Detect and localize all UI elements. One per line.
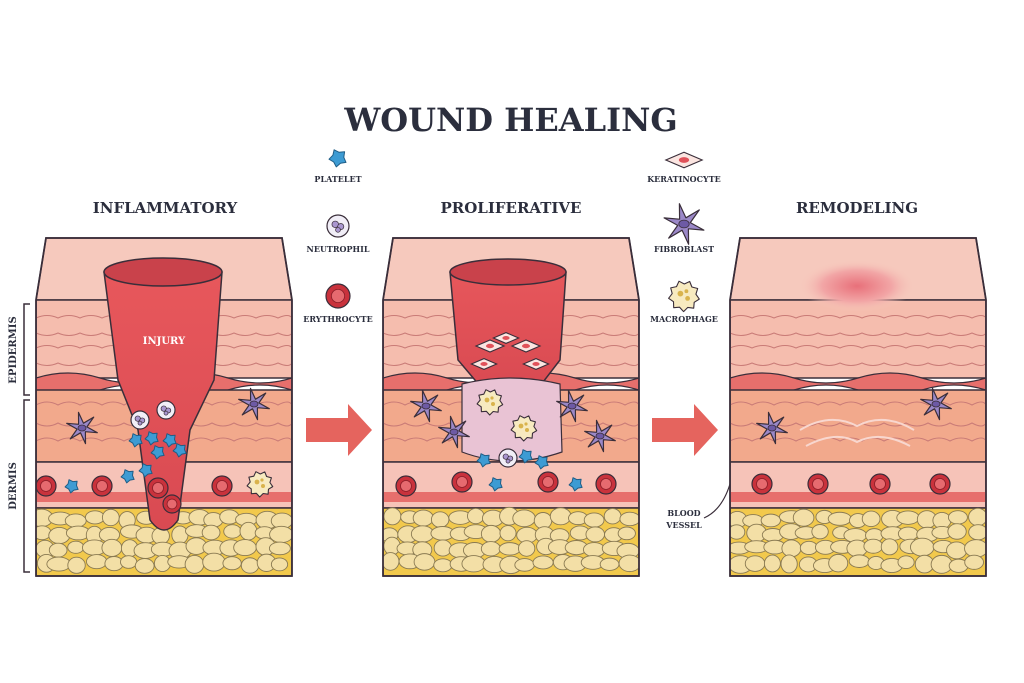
keratinocyte-icon [664, 151, 704, 169]
legend-item-neutrophil: NEUTROPHIL [307, 214, 370, 254]
scar [799, 260, 915, 312]
macrophage-cell [668, 280, 700, 313]
legend-item-keratinocyte: KERATINOCYTE [647, 151, 721, 184]
legend: PLATELET NEUTROPHIL ERYTHROCYTE KERATINO… [303, 149, 721, 324]
wound-opening [103, 257, 223, 287]
legend-item-erythrocyte: ERYTHROCYTE [303, 283, 373, 324]
panel-outline [729, 237, 987, 577]
blood-vessel-label-line2: VESSEL [665, 520, 702, 530]
arrow-to-proliferative [306, 404, 372, 456]
legend-item-fibroblast: FIBROBLAST [654, 203, 714, 254]
dermis-bracket [23, 399, 30, 573]
macrophage-cell [246, 471, 274, 498]
stage-label-remodeling: REMODELING [796, 199, 918, 217]
platelet-cell [476, 453, 491, 468]
platelet-cell [162, 433, 177, 448]
panel-outline [35, 237, 293, 577]
legend-label-keratinocyte: KERATINOCYTE [647, 174, 721, 184]
macrophage-icon [668, 280, 700, 313]
platelet-cell [534, 455, 549, 470]
platelet-cell [128, 433, 143, 448]
macrophage-cell [510, 415, 538, 442]
platelet-cell [120, 469, 135, 484]
epidermis-label: EPIDERMIS [8, 316, 19, 383]
platelet-cell [328, 149, 347, 168]
platelet-cell [488, 477, 503, 492]
fibroblast-icon [663, 203, 705, 245]
legend-label-macrophage: MACROPHAGE [650, 314, 718, 324]
injury-label: INJURY [143, 336, 186, 347]
blood-vessel-callout: BLOOD VESSEL [665, 483, 731, 530]
legend-item-platelet: PLATELET [314, 149, 362, 184]
panel-proliferative [382, 237, 640, 577]
panel-inflammatory [35, 237, 293, 577]
platelet-cell [568, 477, 583, 492]
page-title: WOUND HEALING [343, 101, 677, 139]
platelet-icon [328, 149, 347, 168]
macrophage-cell [476, 389, 504, 416]
neutrophil-icon [326, 214, 350, 238]
erythrocyte-icon [325, 283, 351, 309]
legend-label-neutrophil: NEUTROPHIL [307, 244, 370, 254]
platelet-cell [138, 463, 153, 478]
blood-vessel-label-line1: BLOOD [667, 508, 700, 518]
platelet-cell [172, 443, 187, 458]
platelet-cell [150, 445, 165, 460]
wound-opening [449, 258, 567, 286]
platelet-cell [144, 431, 159, 446]
legend-label-erythrocyte: ERYTHROCYTE [303, 314, 372, 324]
dermis-label: DERMIS [8, 462, 19, 510]
stage-label-inflammatory: INFLAMMATORY [93, 199, 238, 217]
arrow-to-remodeling [652, 404, 718, 456]
stage-label-proliferative: PROLIFERATIVE [441, 199, 582, 217]
platelet-cell [64, 479, 79, 494]
legend-label-fibroblast: FIBROBLAST [654, 244, 714, 254]
panel-remodeling [729, 237, 987, 577]
epidermis-bracket [23, 303, 30, 396]
legend-label-platelet: PLATELET [314, 174, 361, 184]
granulation-tissue [461, 377, 563, 462]
panel-outline [382, 237, 640, 577]
platelet-cell [518, 449, 533, 464]
legend-item-macrophage: MACROPHAGE [650, 280, 718, 324]
